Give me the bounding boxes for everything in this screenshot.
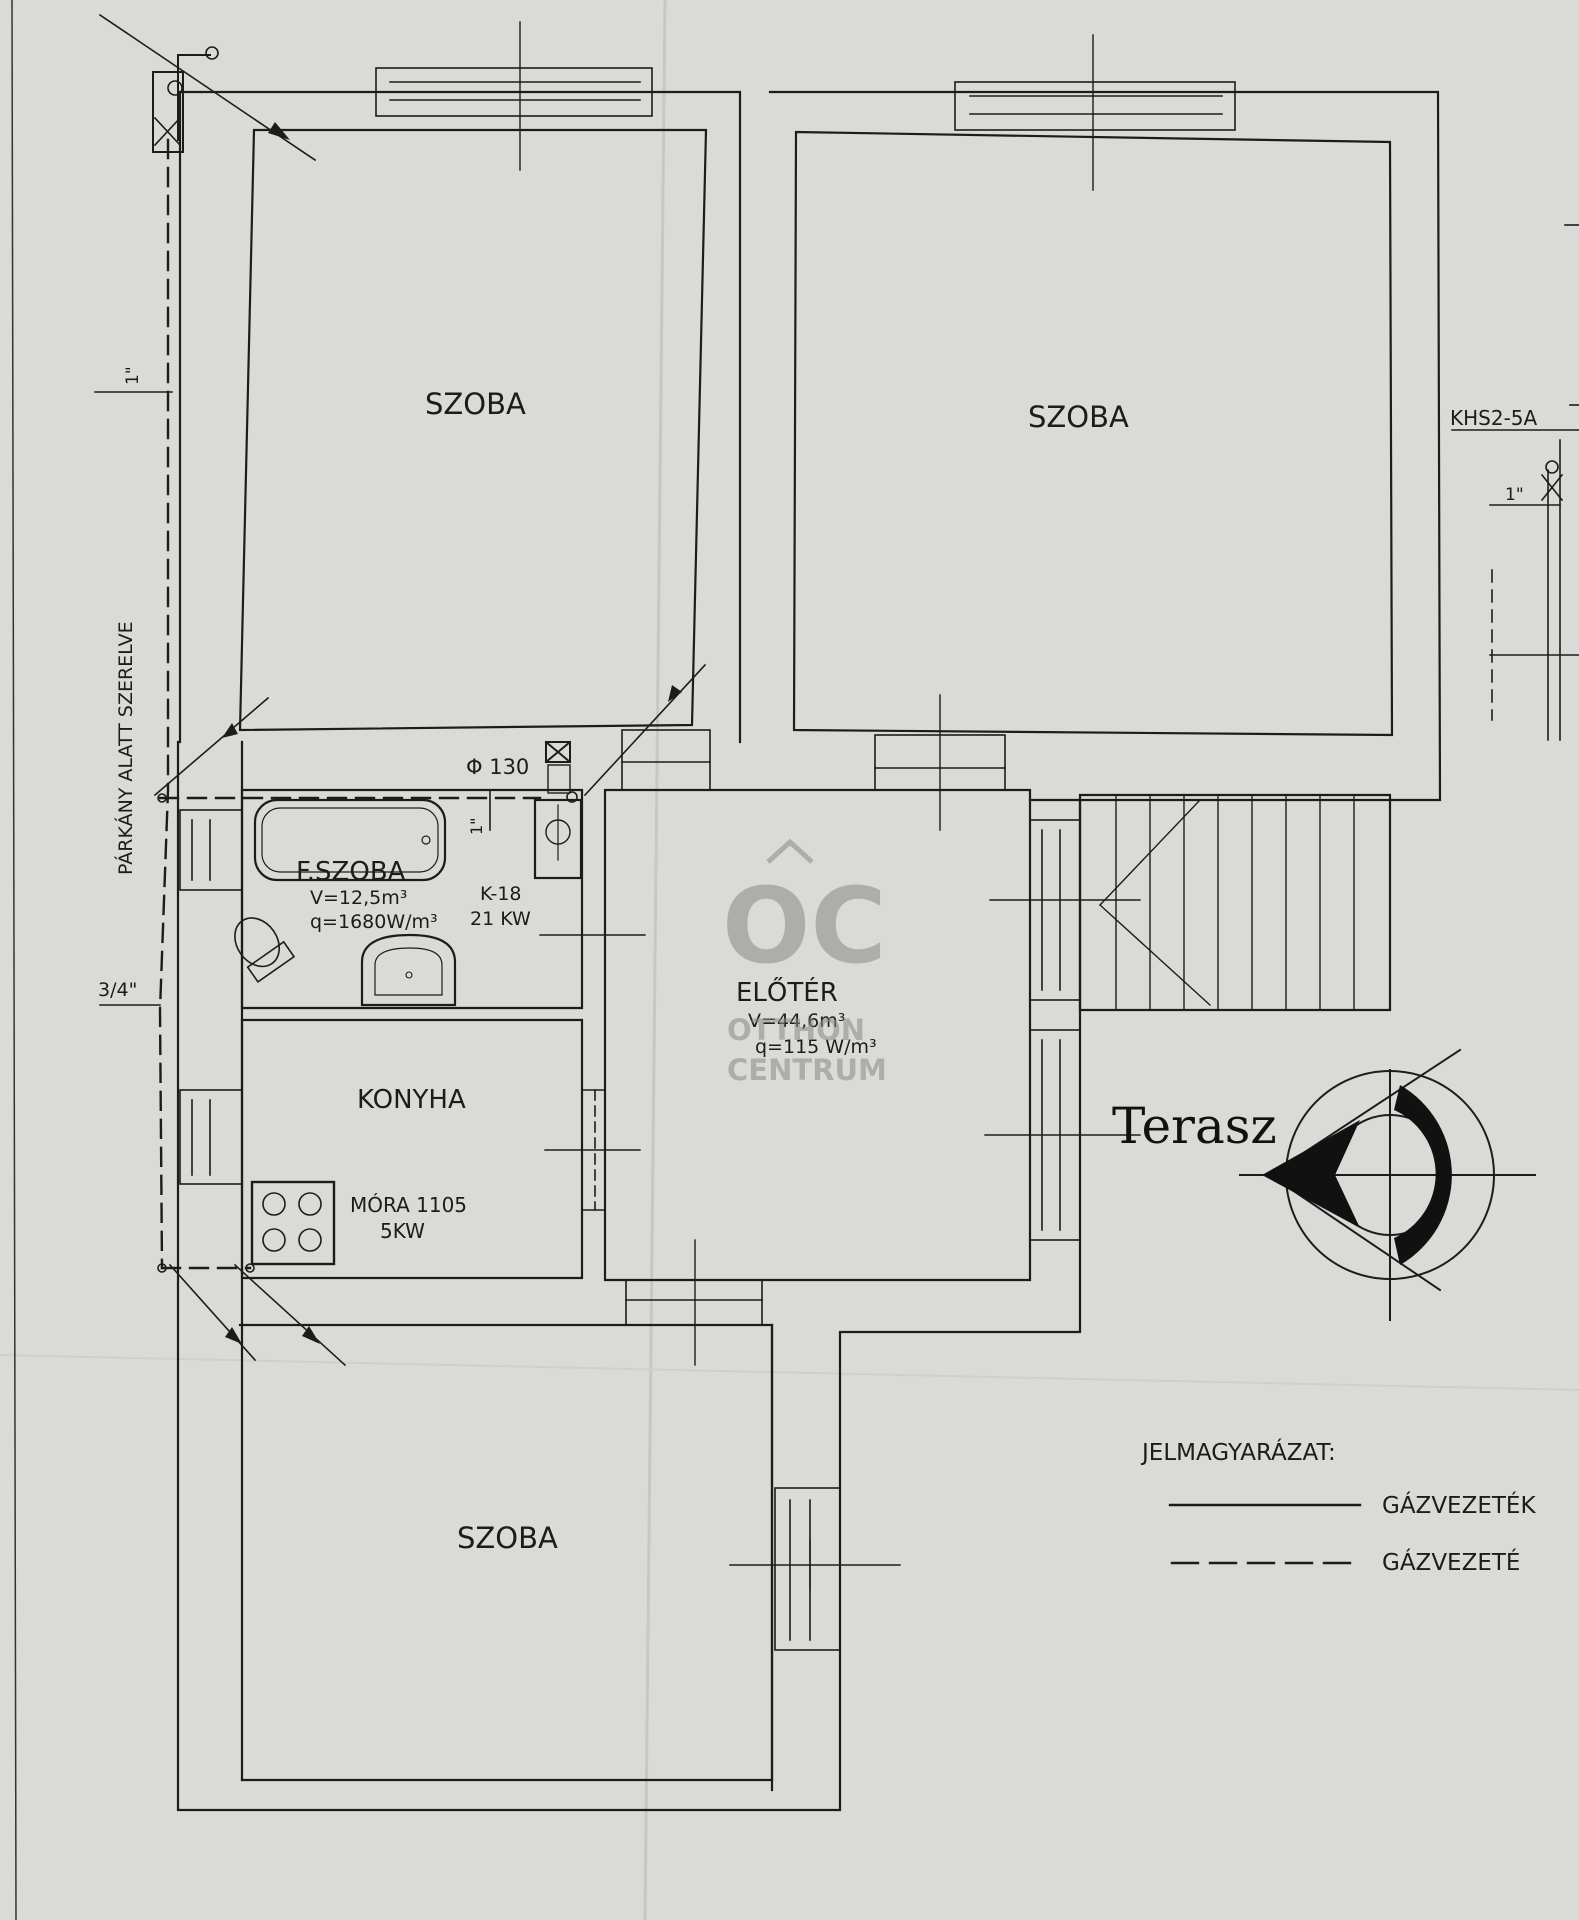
room-label-szoba-bottom: SZOBA xyxy=(457,1521,558,1555)
room-label-furdo: F.SZOBA xyxy=(296,857,406,887)
north-arrow-compass xyxy=(1239,1048,1536,1321)
room-label-szoba-top-right: SZOBA xyxy=(1028,400,1129,434)
arrowheads xyxy=(222,122,682,1344)
stove-model: MÓRA 1105 xyxy=(350,1193,467,1217)
furdo-heat: q=1680W/m³ xyxy=(310,911,438,933)
bathtub-drain xyxy=(421,835,431,845)
washbasin-bowl xyxy=(374,947,443,996)
paper-fold xyxy=(643,0,667,1920)
flue-diameter: Φ 130 xyxy=(466,755,529,779)
washbasin-drain xyxy=(405,971,413,979)
wall-inner-top-left xyxy=(238,128,708,732)
boiler-flue-cap xyxy=(544,740,572,764)
stove-burners xyxy=(262,1192,322,1252)
watermark-line2: CENTRUM xyxy=(727,1053,887,1087)
stove xyxy=(250,1180,336,1266)
boiler xyxy=(533,798,583,880)
washbasin xyxy=(360,933,457,1007)
watermark-roof-icon xyxy=(766,838,814,864)
watermark-logo-text: OC xyxy=(722,865,887,987)
legend-dashed-label: GÁZVEZETÉ xyxy=(1382,1548,1520,1576)
wall-inner-top-right xyxy=(792,130,1394,737)
pipe-size-1: 1" xyxy=(123,366,143,385)
toilet xyxy=(234,917,296,983)
pipe-size-4: 1" xyxy=(1505,485,1524,505)
bathtub-inner xyxy=(261,807,439,873)
gas-pipe-node xyxy=(205,46,219,60)
room-label-konyha: KONYHA xyxy=(357,1085,466,1115)
terasz-label: Terasz xyxy=(1112,1097,1277,1155)
eloter-volume: V=44,6m³ xyxy=(748,1010,845,1032)
boiler-power: 21 KW xyxy=(470,908,531,930)
watermark-line1: OTTHON xyxy=(727,1013,865,1047)
stove-power: 5KW xyxy=(380,1219,425,1243)
legend-solid-label: GÁZVEZETÉK xyxy=(1382,1491,1536,1519)
room-label-eloter: ELŐTÉR xyxy=(736,976,838,1008)
gas-pipe-dashed xyxy=(158,138,542,1270)
gas-pipe-node xyxy=(157,1263,167,1273)
wall-outer-top-right xyxy=(768,90,1442,802)
gas-meter-valve xyxy=(167,80,183,96)
gas-pipe-node xyxy=(566,791,578,803)
pipe-size-2: 3/4" xyxy=(98,979,137,1001)
gas-pipe-solid xyxy=(152,54,211,153)
gas-pipe-node xyxy=(157,793,167,803)
paper-fold xyxy=(0,1354,1579,1391)
gas-pipe-node xyxy=(245,1263,255,1273)
watermark-logo: OC OTTHON CENTRUM xyxy=(722,838,887,1087)
boiler-flue xyxy=(547,764,571,794)
wall-outer-top-left xyxy=(178,90,742,744)
furdo-volume: V=12,5m³ xyxy=(310,887,407,909)
right-device xyxy=(1451,224,1579,741)
legend-title: JELMAGYARÁZAT: xyxy=(1140,1438,1336,1466)
paper-edge xyxy=(11,0,17,1920)
right-device-label: KHS2-5A xyxy=(1450,406,1538,430)
grid-marks xyxy=(519,21,1141,1591)
pipe-size-3: 1" xyxy=(467,817,486,835)
room-label-szoba-top-left: SZOBA xyxy=(425,387,526,421)
bathtub xyxy=(253,798,447,882)
pipe-note: PÁRKÁNY ALATT SZERELVE xyxy=(114,621,137,875)
eloter-heat: q=115 W/m³ xyxy=(755,1036,877,1058)
boiler-model: K-18 xyxy=(480,883,522,905)
stair-treads xyxy=(1099,794,1355,1011)
